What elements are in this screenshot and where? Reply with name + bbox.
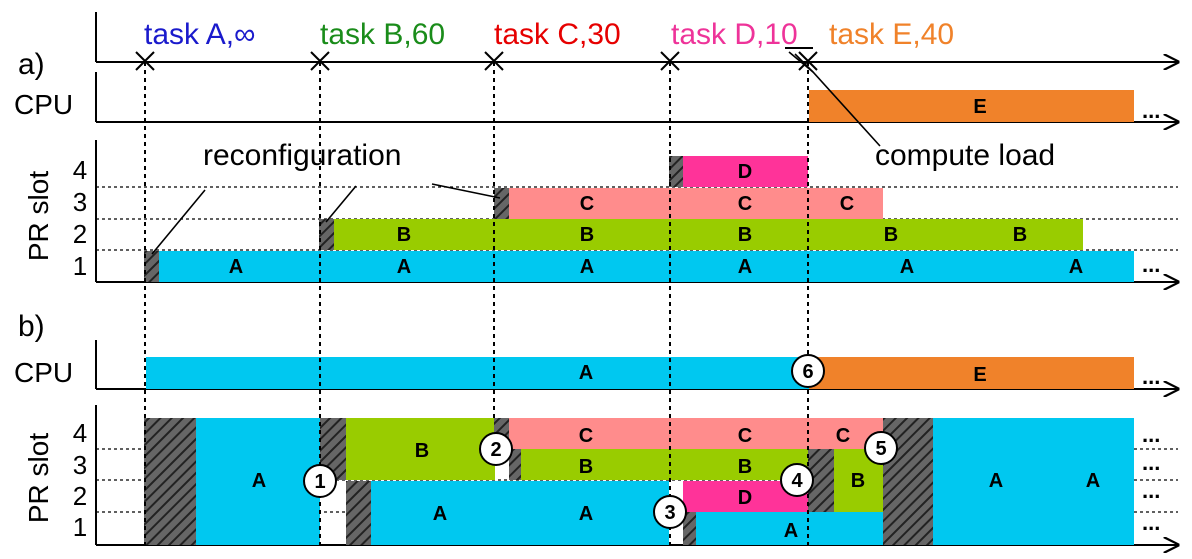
reconfig-block — [346, 481, 371, 545]
slot-tick-1: 1 — [73, 251, 87, 281]
time-guides — [144, 62, 809, 545]
task-a-label: A — [1069, 256, 1083, 278]
step-marker-2: 2 — [490, 439, 501, 461]
panel-b-label: b) — [18, 310, 45, 343]
step-marker-1: 1 — [314, 471, 325, 493]
task-b-label: B — [738, 224, 752, 246]
reconfig-c — [494, 188, 509, 219]
cpu-task-a-label: A — [579, 362, 593, 384]
cpu-task-e-label: E — [973, 96, 986, 118]
task-d-label: D — [738, 161, 752, 183]
task-a-label: A — [579, 503, 593, 525]
pr-slot-label-b: PR slot — [23, 433, 54, 523]
slot-task-a — [196, 418, 320, 545]
task-a-label: A — [433, 503, 447, 525]
task-e-title: task E,40 — [829, 18, 954, 51]
task-a-label: A — [900, 256, 914, 278]
step-marker-4: 4 — [791, 470, 803, 492]
ellipsis: ... — [1142, 364, 1160, 389]
ellipsis: ... — [1142, 478, 1160, 503]
slot-task-a — [933, 418, 1134, 545]
task-a-label: A — [252, 470, 266, 492]
ellipsis: ... — [1142, 98, 1160, 123]
slot-tick-4: 4 — [73, 418, 87, 448]
compute-load-annotation: compute load — [875, 139, 1055, 172]
reconfig-block — [509, 449, 521, 480]
task-b-label: B — [738, 456, 752, 478]
step-marker-6: 6 — [802, 361, 813, 383]
ellipsis: ... — [1142, 450, 1160, 475]
slot-task-a — [696, 512, 883, 545]
task-a-label: A — [229, 256, 243, 278]
slot-tick-3: 3 — [73, 187, 87, 217]
cpu-task-a — [146, 357, 809, 389]
task-d-label: D — [738, 487, 752, 509]
slot-tick-3: 3 — [73, 450, 87, 480]
panel-a-label: a) — [18, 48, 45, 81]
task-b-label: B — [580, 224, 594, 246]
task-b-label: B — [884, 224, 898, 246]
task-d-title: task D,10 — [671, 18, 798, 51]
step-markers: 1 2 3 4 5 6 — [303, 354, 898, 529]
task-b-title: task B,60 — [320, 18, 445, 51]
slot-tick-4: 4 — [73, 155, 87, 185]
reconfig-block — [683, 512, 696, 545]
slot-tick-2: 2 — [73, 481, 87, 511]
slot-task-a — [371, 481, 669, 545]
task-c-title: task C,30 — [494, 18, 621, 51]
cpu-label-a: CPU — [14, 89, 73, 120]
cpu-task-e — [809, 90, 1134, 122]
task-a-label: A — [784, 520, 798, 542]
panel-a: a) CPU E ... PR slot 4 3 2 1 D C C C B B — [14, 48, 1178, 282]
slot-task-b — [521, 449, 808, 480]
reconfiguration-pointers — [151, 183, 501, 255]
task-c-label: C — [836, 425, 850, 447]
task-a-label: A — [989, 470, 1003, 492]
task-c-label: C — [579, 425, 593, 447]
cpu-label-b: CPU — [14, 357, 73, 388]
slot-task-b — [346, 418, 495, 480]
slot-tick-2: 2 — [73, 219, 87, 249]
task-a-title: task A,∞ — [144, 18, 255, 51]
cpu-task-e-label: E — [973, 364, 986, 386]
task-b-label: B — [415, 440, 429, 462]
slot3-task-c — [509, 188, 883, 219]
timeline: task A,∞ task B,60 task C,30 task D,10 t… — [95, 12, 1178, 71]
ellipsis: ... — [1142, 252, 1160, 277]
step-marker-3: 3 — [664, 502, 675, 524]
task-a-label: A — [397, 256, 411, 278]
pr-slot-label-a: PR slot — [23, 171, 54, 261]
ellipsis: ... — [1142, 510, 1160, 535]
slot1-task-a — [159, 251, 1134, 282]
cpu-task-e — [809, 357, 1134, 389]
step-marker-5: 5 — [875, 438, 886, 460]
task-c-label: C — [840, 193, 854, 215]
task-b-label: B — [579, 456, 593, 478]
task-b-label: B — [397, 224, 411, 246]
slot2-task-b — [334, 219, 1083, 250]
reconfiguration-annotation: reconfiguration — [203, 139, 401, 172]
reconfig-a — [144, 251, 159, 282]
reconfig-d — [669, 156, 683, 187]
task-c-label: C — [738, 193, 752, 215]
reconfig-b — [319, 219, 334, 250]
reconfig-block — [144, 418, 196, 545]
slot4-task-d — [683, 156, 808, 187]
panel-b: b) CPU A E ... PR slot 4 3 2 1 A B A A — [14, 310, 1178, 545]
task-a-label: A — [738, 256, 752, 278]
task-a-label: A — [1086, 470, 1100, 492]
task-a-label: A — [580, 256, 594, 278]
task-b-label: B — [1013, 224, 1027, 246]
arrival-markers — [135, 51, 818, 71]
task-c-label: C — [738, 425, 752, 447]
task-c-label: C — [580, 193, 594, 215]
ellipsis: ... — [1142, 422, 1160, 447]
task-b-label: B — [851, 470, 865, 492]
slot-task-c — [509, 418, 883, 449]
slot-tick-1: 1 — [73, 512, 87, 542]
